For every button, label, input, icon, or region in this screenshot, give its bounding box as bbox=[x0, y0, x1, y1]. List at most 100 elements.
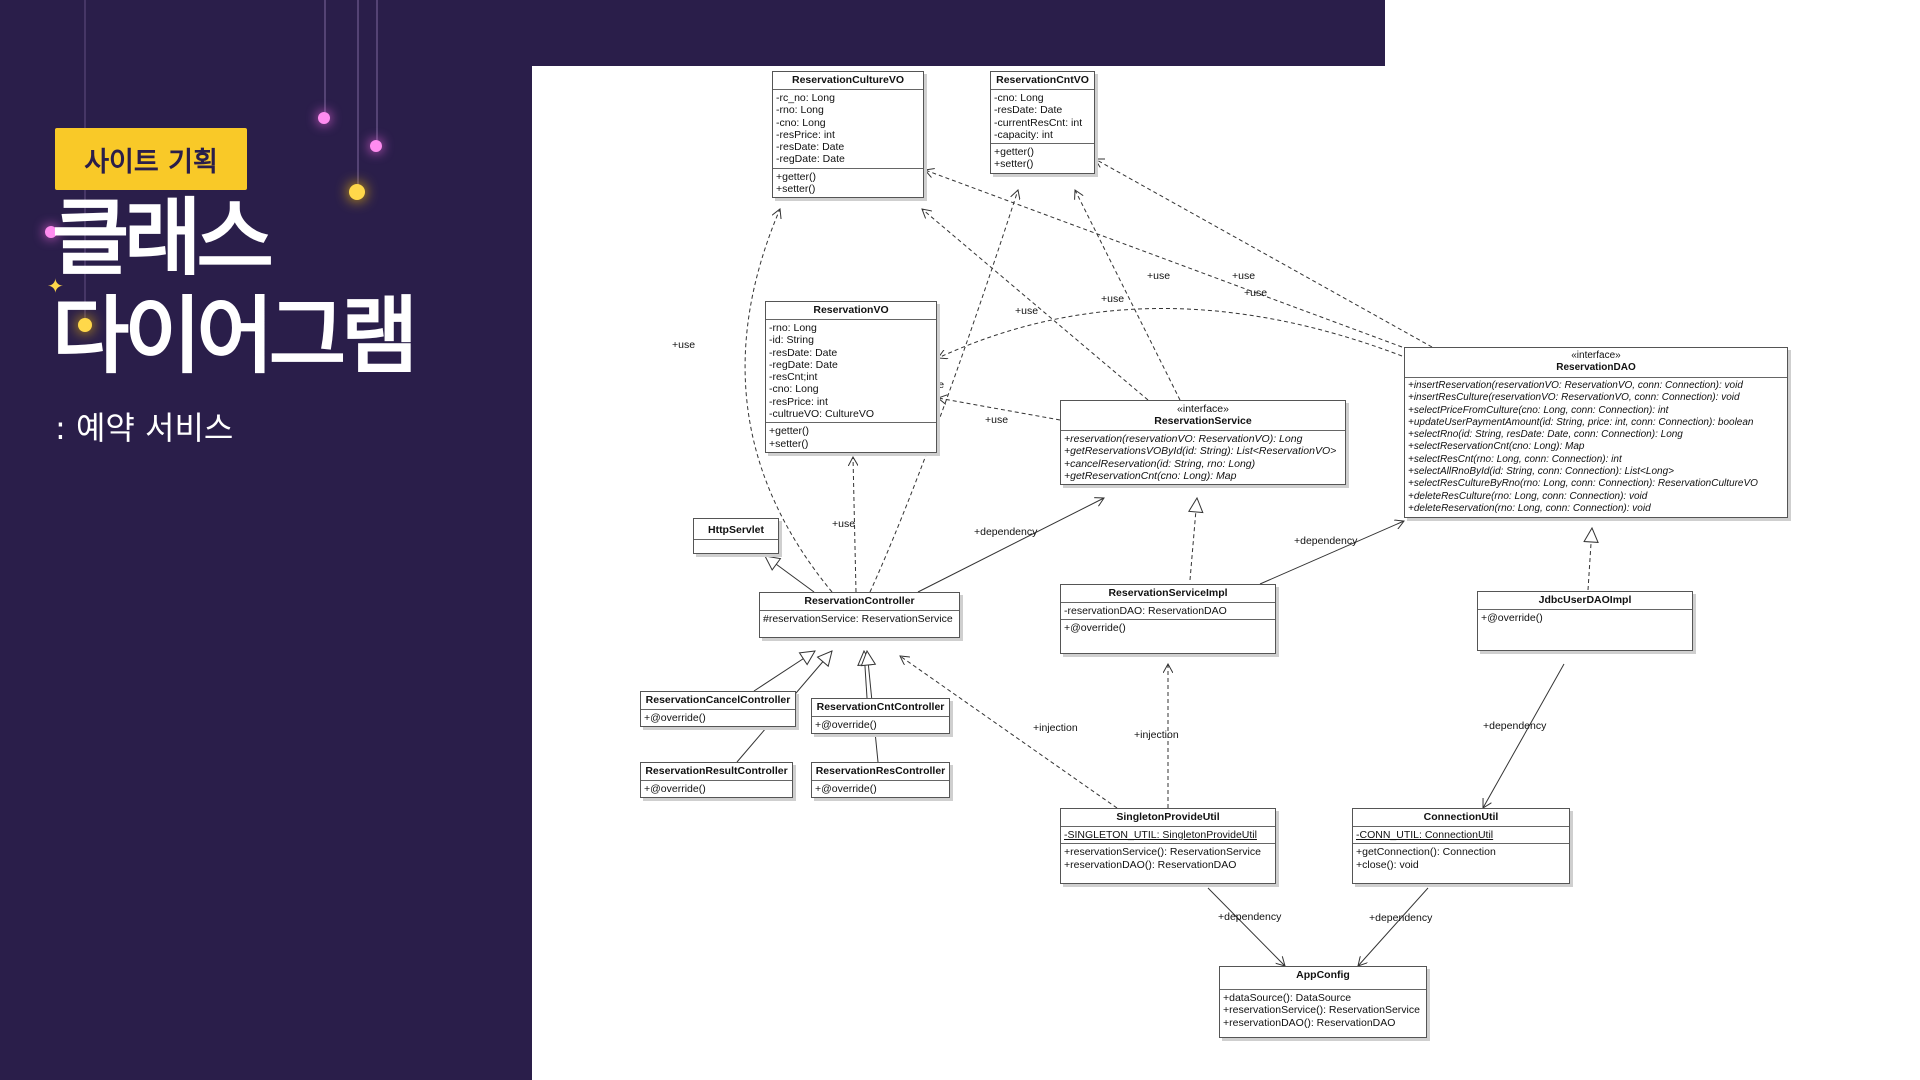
member-line: -resDate: Date bbox=[994, 104, 1063, 117]
member-line: -resDate: Date bbox=[776, 141, 845, 154]
operation-list: +dataSource(): DataSource+reservationSer… bbox=[1220, 990, 1426, 1037]
operation-list: +@override() bbox=[1478, 610, 1692, 650]
generalization-arrow bbox=[753, 651, 815, 692]
generalization-arrow bbox=[864, 651, 867, 699]
member-line: +selectAllRnoById(id: String, conn: Conn… bbox=[1408, 466, 1674, 478]
operation-list: +@override() bbox=[1061, 620, 1275, 652]
operation-list: +getConnection(): Connection+close(): vo… bbox=[1353, 844, 1569, 883]
member-line: -resPrice: int bbox=[776, 128, 835, 141]
edge-label-use: +use bbox=[672, 339, 696, 351]
attribute-list: -rc_no: Long-rno: Long-cno: Long-resPric… bbox=[773, 90, 923, 169]
attribute-list: -cno: Long-resDate: Date-currentResCnt: … bbox=[991, 90, 1094, 145]
class-reservation-cnt-controller: ReservationCntController +@override() bbox=[811, 698, 950, 735]
class-connection-util: ConnectionUtil -CONN_UTIL: ConnectionUti… bbox=[1352, 808, 1570, 884]
class-name: ReservationServiceImpl bbox=[1061, 585, 1275, 603]
member-line: +@override() bbox=[644, 712, 706, 724]
dependency-arrow bbox=[1358, 887, 1429, 966]
class-name: ReservationService bbox=[1154, 415, 1252, 427]
edge-label-dependency: +dependency bbox=[974, 526, 1038, 538]
class-name: ReservationResController bbox=[812, 763, 949, 781]
class-reservation-controller: ReservationController #reservationServic… bbox=[759, 592, 960, 639]
use-arrow bbox=[925, 170, 1403, 348]
attribute-list: -reservationDAO: ReservationDAO bbox=[1061, 603, 1275, 621]
member-line: -rc_no: Long bbox=[776, 92, 835, 104]
class-singleton-provide-util: SingletonProvideUtil -SINGLETON_UTIL: Si… bbox=[1060, 808, 1276, 884]
section-badge: 사이트 기획 bbox=[55, 128, 247, 190]
member-line: -rno: Long bbox=[776, 104, 824, 117]
member-line: +selectReservationCnt(cno: Long): Map bbox=[1408, 441, 1585, 453]
member-line: +selectResCultureByRno(rno: Long, conn: … bbox=[1408, 478, 1758, 490]
member-line: -cno: Long bbox=[769, 383, 819, 396]
operation-list: +getter()+setter() bbox=[766, 423, 936, 452]
member-line: +reservationDAO(): ReservationDAO bbox=[1064, 858, 1237, 871]
light-dot bbox=[349, 184, 365, 200]
attribute-list: -rno: Long-id: String-resDate: Date-regD… bbox=[766, 320, 936, 424]
operation-list: +@override() bbox=[812, 717, 949, 733]
edge-label-injection: +injection bbox=[1134, 729, 1179, 741]
member-line: -rno: Long bbox=[769, 322, 817, 334]
operation-list: +reservationService(): ReservationServic… bbox=[1061, 844, 1275, 883]
class-name: AppConfig bbox=[1220, 967, 1426, 990]
class-name: HttpServlet bbox=[694, 519, 778, 540]
member-line: -reservationDAO: ReservationDAO bbox=[1064, 605, 1227, 617]
edge-label-dependency: +dependency bbox=[1218, 911, 1282, 923]
member-line: -CONN_UTIL: ConnectionUtil bbox=[1356, 829, 1494, 841]
member-line: +getReservationCnt(cno: Long): Map bbox=[1064, 469, 1237, 482]
interface-reservation-dao: «interface»ReservationDAO +insertReserva… bbox=[1404, 347, 1788, 519]
dependency-arrow bbox=[1259, 521, 1404, 585]
light-dot bbox=[78, 318, 92, 332]
member-line: -resPrice: int bbox=[769, 395, 828, 408]
member-line: -regDate: Date bbox=[776, 153, 845, 166]
edge-label-use: +use bbox=[832, 518, 856, 530]
class-name: ReservationCancelController bbox=[641, 692, 795, 710]
dependency-arrow bbox=[1483, 663, 1565, 808]
member-line: -id: String bbox=[769, 334, 814, 347]
member-line: +@override() bbox=[815, 719, 877, 731]
generalization-arrow bbox=[765, 556, 815, 593]
class-reservation-service-impl: ReservationServiceImpl -reservationDAO: … bbox=[1060, 584, 1276, 654]
page-title-line1: 클래스 bbox=[52, 189, 274, 287]
member-line: -capacity: int bbox=[994, 128, 1053, 141]
member-line: +@override() bbox=[815, 783, 877, 795]
realization-arrow bbox=[1588, 528, 1592, 591]
class-http-servlet: HttpServlet bbox=[693, 518, 779, 554]
dependency-arrow bbox=[917, 498, 1104, 593]
member-line: +getter() bbox=[776, 170, 816, 183]
use-arrow bbox=[744, 209, 833, 593]
member-line: +deleteReservation(rno: Long, conn: Conn… bbox=[1408, 502, 1651, 514]
class-name: ReservationCntVO bbox=[991, 72, 1094, 90]
member-line: +@override() bbox=[644, 783, 706, 795]
class-reservation-culture-vo: ReservationCultureVO -rc_no: Long-rno: L… bbox=[772, 71, 924, 199]
member-line: +reservationDAO(): ReservationDAO bbox=[1223, 1016, 1396, 1029]
operation-list: +@override() bbox=[641, 781, 792, 797]
edge-label-use: +use bbox=[1015, 305, 1039, 317]
page-title-line2: 다이어그램 bbox=[52, 287, 418, 385]
member-line: +selectResCnt(rno: Long, conn: Connectio… bbox=[1408, 453, 1622, 465]
member-line: +getter() bbox=[994, 146, 1034, 159]
member-line: +@override() bbox=[1481, 612, 1543, 624]
member-line: +getReservationsVOById(id: String): List… bbox=[1064, 445, 1337, 458]
light-dot bbox=[318, 112, 330, 124]
class-app-config: AppConfig +dataSource(): DataSource+rese… bbox=[1219, 966, 1427, 1038]
operation-list: +@override() bbox=[641, 710, 795, 726]
operation-list: +insertReservation(reservationVO: Reserv… bbox=[1405, 378, 1787, 517]
class-name: ReservationCntController bbox=[812, 699, 949, 717]
use-arrow bbox=[938, 308, 1403, 358]
member-line: -cno: Long bbox=[994, 92, 1044, 104]
operation-list: +@override() bbox=[812, 781, 949, 797]
class-name: ReservationCultureVO bbox=[773, 72, 923, 90]
dependency-arrow bbox=[1207, 887, 1285, 966]
attribute-list: #reservationService: ReservationService bbox=[760, 611, 959, 637]
sparkle-icon: ✦ bbox=[47, 276, 64, 298]
use-arrow bbox=[1095, 159, 1433, 348]
edge-label-use: +use bbox=[1232, 270, 1256, 282]
stereotype: «interface» bbox=[1571, 350, 1621, 361]
class-jdbc-user-dao-impl: JdbcUserDAOImpl +@override() bbox=[1477, 591, 1693, 652]
member-line: +setter() bbox=[769, 437, 809, 450]
member-line: +insertReservation(reservationVO: Reserv… bbox=[1408, 380, 1743, 391]
edge-label-use: +use bbox=[985, 414, 1009, 426]
attribute-list: -CONN_UTIL: ConnectionUtil bbox=[1353, 827, 1569, 845]
edge-label-use: +use bbox=[1244, 287, 1268, 299]
member-line: +@override() bbox=[1064, 622, 1126, 635]
